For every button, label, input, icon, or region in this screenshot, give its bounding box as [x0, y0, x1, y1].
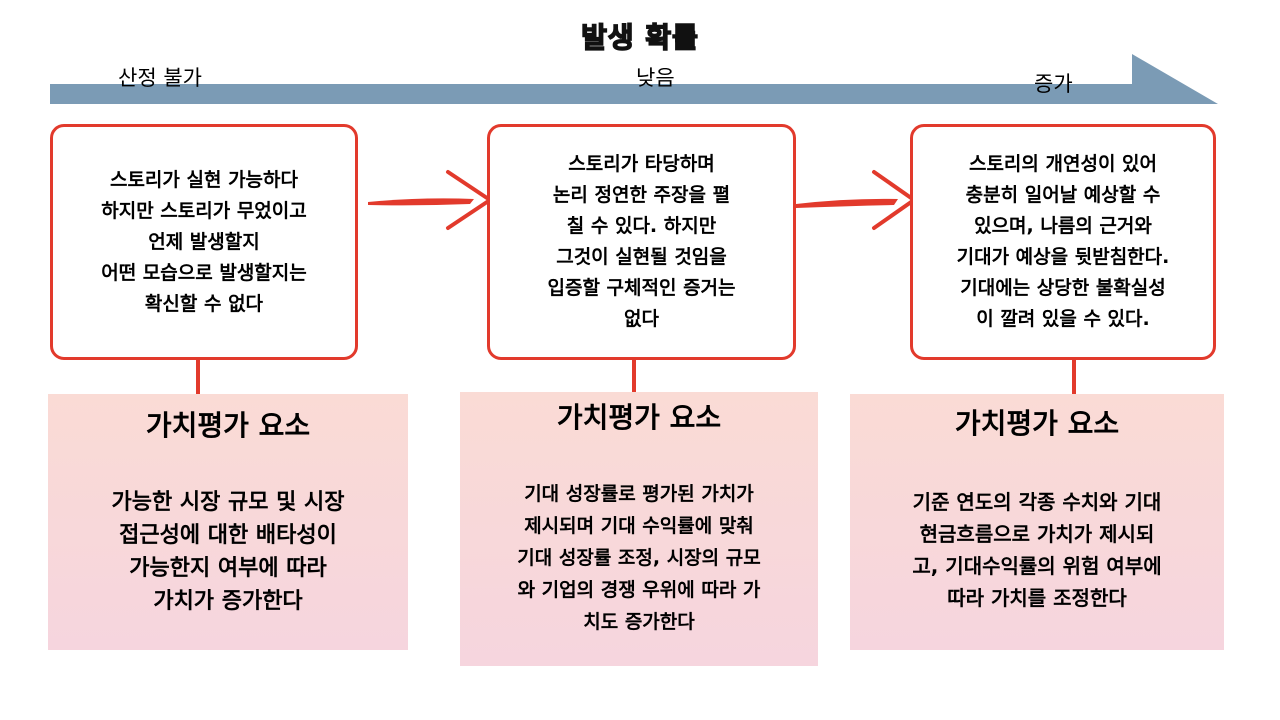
axis-label-not-computable: 산정 불가: [118, 66, 202, 90]
scenario-text-1: 스토리가 실현 가능하다 하지만 스토리가 무었이고 언제 발생할지 어떤 모습…: [101, 168, 307, 315]
connector-3: [1072, 358, 1076, 394]
panel-title-1: 가치평가 요소: [145, 409, 311, 442]
valuation-panel-3: 가치평가 요소 기준 연도의 각종 수치와 기대 현금흐름으로 가치가 제시되 …: [850, 394, 1224, 650]
probability-title: 발생 확률: [580, 20, 699, 55]
scenario-text-2: 스토리가 타당하며 논리 정연한 주장을 펼 칠 수 있다. 하지만 그것이 실…: [547, 153, 736, 330]
valuation-panel-1: 가치평가 요소 가능한 시장 규모 및 시장 접근성에 대한 배타성이 가능한지…: [48, 394, 408, 650]
panel-title-2: 가치평가 요소: [556, 401, 722, 434]
flow-arrow-1: [368, 170, 492, 230]
axis-label-increase: 증가: [1034, 72, 1073, 96]
connector-2: [632, 358, 636, 394]
panel-title-3: 가치평가 요소: [954, 407, 1120, 440]
panel-body-2: 기대 성장률로 평가된 가치가 제시되며 기대 수익률에 맞춰 기대 성장률 조…: [517, 483, 761, 633]
panel-body-1: 가능한 시장 규모 및 시장 접근성에 대한 배타성이 가능한지 여부에 따라 …: [111, 490, 345, 614]
axis-label-low: 낮음: [636, 66, 675, 90]
scenario-box-3: 스토리의 개연성이 있어 충분히 일어날 예상할 수 있으며, 나름의 근거와 …: [910, 124, 1216, 360]
probability-axis-arrow: [50, 54, 1218, 104]
panel-body-3: 기준 연도의 각종 수치와 기대 현금흐름으로 가치가 제시되 고, 기대수익률…: [912, 490, 1162, 610]
connector-1: [196, 358, 200, 394]
valuation-panel-2: 가치평가 요소 기대 성장률로 평가된 가치가 제시되며 기대 수익률에 맞춰 …: [460, 392, 818, 666]
scenario-box-2: 스토리가 타당하며 논리 정연한 주장을 펼 칠 수 있다. 하지만 그것이 실…: [487, 124, 796, 360]
scenario-text-3: 스토리의 개연성이 있어 충분히 일어날 예상할 수 있으며, 나름의 근거와 …: [956, 153, 1170, 330]
flow-arrow-2: [796, 170, 916, 230]
scenario-box-1: 스토리가 실현 가능하다 하지만 스토리가 무었이고 언제 발생할지 어떤 모습…: [50, 124, 358, 360]
